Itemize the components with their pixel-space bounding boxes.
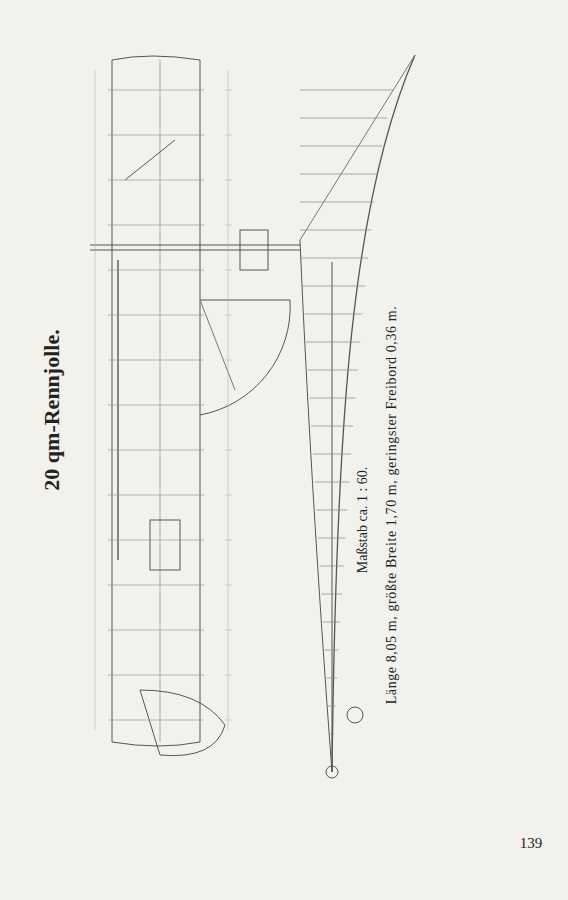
plan-outline: [332, 55, 415, 772]
plan-rib: [320, 566, 344, 567]
plan-rib: [310, 398, 356, 399]
station-line: [108, 495, 204, 496]
dimension-tick: [225, 90, 232, 91]
station-line: [108, 720, 204, 721]
plan-rib: [330, 734, 334, 735]
plan-circle: [347, 707, 363, 723]
station-line: [108, 450, 204, 451]
boom: [117, 260, 118, 560]
dimension-tick: [225, 585, 232, 586]
station-line: [108, 315, 204, 316]
plan-rib: [300, 90, 394, 91]
station-line: [108, 135, 204, 136]
dimension-tick: [225, 270, 232, 271]
dimension-tick: [225, 720, 232, 721]
plan-rib: [303, 286, 365, 287]
plan-centerline: [332, 262, 333, 772]
station-line: [108, 225, 204, 226]
plan-rib: [326, 678, 337, 679]
dimension-tick: [225, 450, 232, 451]
plan-rib: [313, 454, 351, 455]
plan-diagonal: [300, 55, 415, 240]
station-line: [108, 675, 204, 676]
plan-rib: [311, 426, 353, 427]
plan-rib: [323, 622, 340, 623]
dimension-tick: [225, 405, 232, 406]
dimension-tick: [225, 315, 232, 316]
dimension-tick: [225, 630, 232, 631]
dimension-tick: [225, 225, 232, 226]
dimension-tick: [225, 180, 232, 181]
page-number: 139: [520, 836, 543, 851]
plan-rib: [300, 118, 387, 119]
station-line: [108, 630, 204, 631]
plan-rib: [321, 594, 342, 595]
dimension-tick: [225, 675, 232, 676]
plan-rib: [315, 482, 350, 483]
station-line: [108, 360, 204, 361]
plan-rib: [300, 230, 371, 231]
station-line: [108, 540, 204, 541]
plan-rib: [304, 314, 362, 315]
plan-rib: [325, 650, 339, 651]
dimension-line: [228, 70, 229, 730]
scale-note: Maßstab ca. 1 : 60.: [356, 467, 370, 574]
centerboard: [200, 300, 290, 415]
plan-rib: [306, 342, 360, 343]
dimension-tick: [225, 360, 232, 361]
plan-rib: [300, 174, 378, 175]
mast-step: [240, 230, 268, 270]
dimension-tick: [225, 135, 232, 136]
bowsprit-line: [125, 140, 175, 180]
dimension-tick: [225, 540, 232, 541]
plan-rib: [300, 202, 374, 203]
station-line: [108, 180, 204, 181]
dimension-tick: [225, 495, 232, 496]
plan-circle: [326, 766, 338, 778]
plan-rib: [300, 146, 382, 147]
station-line: [108, 585, 204, 586]
plan-rib: [301, 258, 368, 259]
plan-rib: [318, 538, 346, 539]
plan-rib: [308, 370, 358, 371]
rudder: [140, 690, 225, 756]
hull-profile: [112, 56, 200, 746]
deck-line: [112, 60, 113, 742]
cockpit: [150, 520, 180, 570]
station-line: [108, 270, 204, 271]
station-line: [108, 90, 204, 91]
waterline: [160, 60, 161, 742]
centerboard-pivot: [200, 300, 235, 390]
station-line: [108, 405, 204, 406]
plan-rib: [316, 510, 347, 511]
plan-inner-curve: [300, 240, 332, 772]
dimension-line: [95, 70, 96, 730]
dimensions-caption: Länge 8,05 m, größte Breite 1,70 m, geri…: [385, 306, 399, 705]
page-title: 20 qm-Rennjolle.: [41, 329, 63, 490]
plan-rib: [328, 706, 335, 707]
